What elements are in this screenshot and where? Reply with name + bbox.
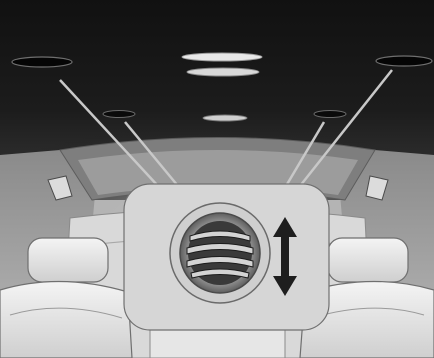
left-seatback [0, 281, 132, 358]
right-headrest [328, 238, 408, 282]
adjustable-vent-detail [170, 203, 270, 303]
left-headrest [28, 238, 108, 282]
dome-light-top [182, 53, 262, 61]
dome-light-lower [203, 115, 247, 121]
front-left-ceiling-vent [12, 57, 72, 67]
rear-right-ceiling-vent [314, 111, 346, 118]
dome-light-middle [187, 68, 259, 76]
front-right-ceiling-vent [376, 56, 432, 66]
rear-left-ceiling-vent [103, 111, 135, 118]
